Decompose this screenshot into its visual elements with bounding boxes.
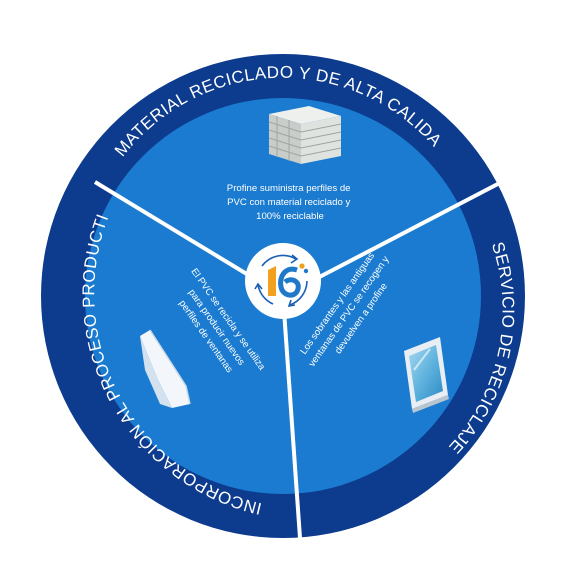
profine-16-logo (268, 263, 309, 298)
pvc-pellets-icon (140, 329, 191, 408)
divider-bottom (281, 295, 302, 539)
divider-right (282, 174, 514, 298)
stacked-profiles-icon (268, 106, 342, 164)
segment-top-text: Profine suministra perfiles de PVC con m… (227, 183, 353, 222)
window-icon (404, 337, 449, 413)
recycle-arrows-icon (254, 254, 308, 308)
